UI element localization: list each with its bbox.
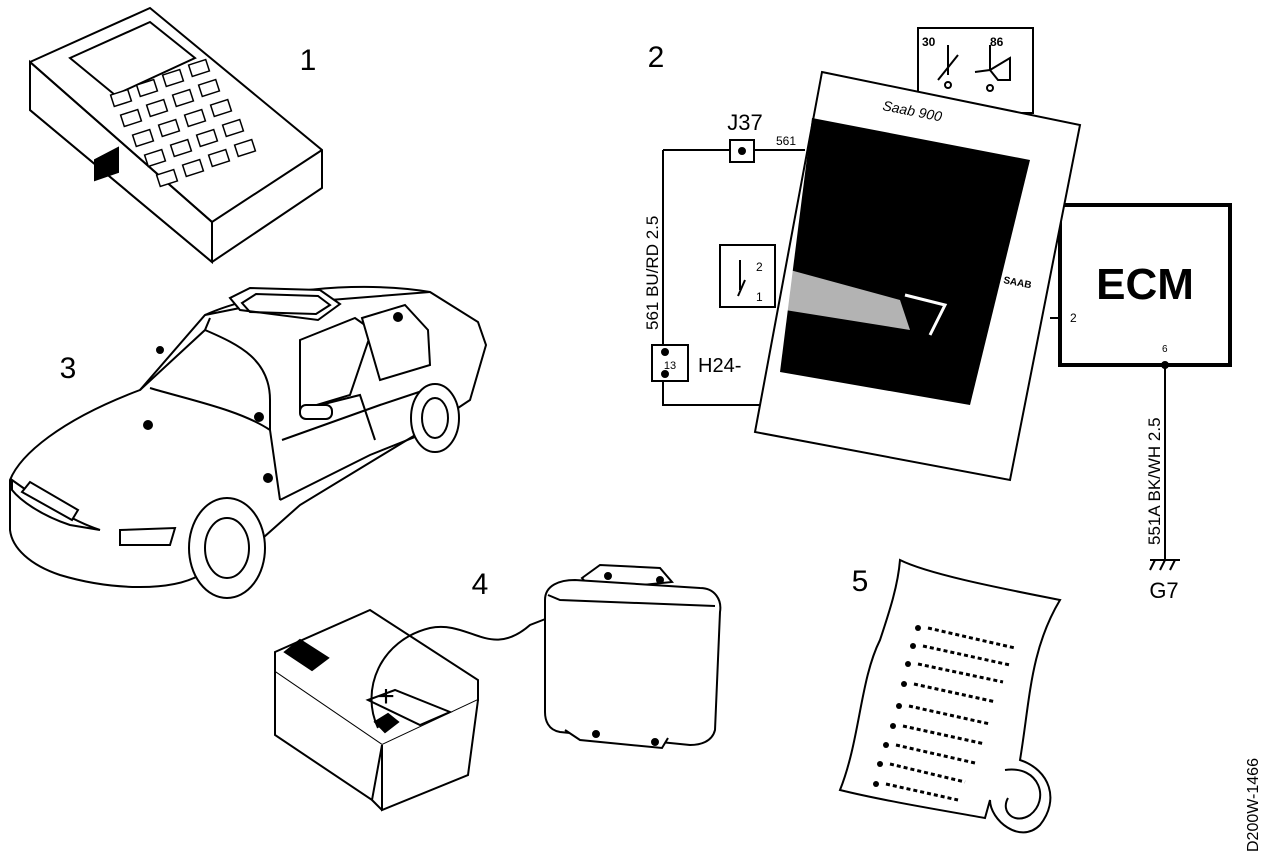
label-h24: H24- [698, 355, 741, 377]
manual-brand: SAAB [1002, 275, 1032, 291]
callout-5: 5 [852, 565, 869, 598]
label-pin-13: 13 [664, 360, 676, 372]
label-j37: J37 [727, 110, 762, 135]
battery-plus-symbol: + [377, 680, 395, 713]
label-wire-561: 561 [776, 134, 796, 148]
callout-1: 1 [300, 44, 317, 77]
diagnostic-tester-icon [29, 6, 323, 265]
battery-icon [274, 608, 549, 812]
label-switch-pin-2: 2 [756, 260, 763, 274]
switch-box [719, 244, 776, 308]
callout-2: 2 [648, 41, 665, 74]
ecm-box [1058, 203, 1232, 367]
label-ground-g7: G7 [1149, 578, 1178, 603]
connector-h24-box [651, 344, 689, 382]
label-relay-30: 30 [922, 35, 936, 49]
label-wire-left: 561 BU/RD 2.5 [643, 216, 662, 330]
label-relay-86: 86 [990, 35, 1004, 49]
callout-4: 4 [472, 568, 489, 601]
callout-3: 3 [60, 352, 77, 385]
label-switch-pin-1: 1 [756, 290, 763, 304]
document-list-icon [838, 558, 1062, 834]
car-icon [9, 285, 488, 599]
label-ecm: ECM [1096, 260, 1194, 309]
figure-code: D200W-1466 [1245, 758, 1262, 852]
label-ecm-pin-2: 2 [1070, 311, 1077, 325]
manual-book-icon [753, 70, 1082, 482]
label-ecm-pin-6: 6 [1162, 344, 1168, 355]
label-wire-right: 551A BK/WH 2.5 [1145, 417, 1164, 545]
control-unit-icon [544, 563, 722, 750]
